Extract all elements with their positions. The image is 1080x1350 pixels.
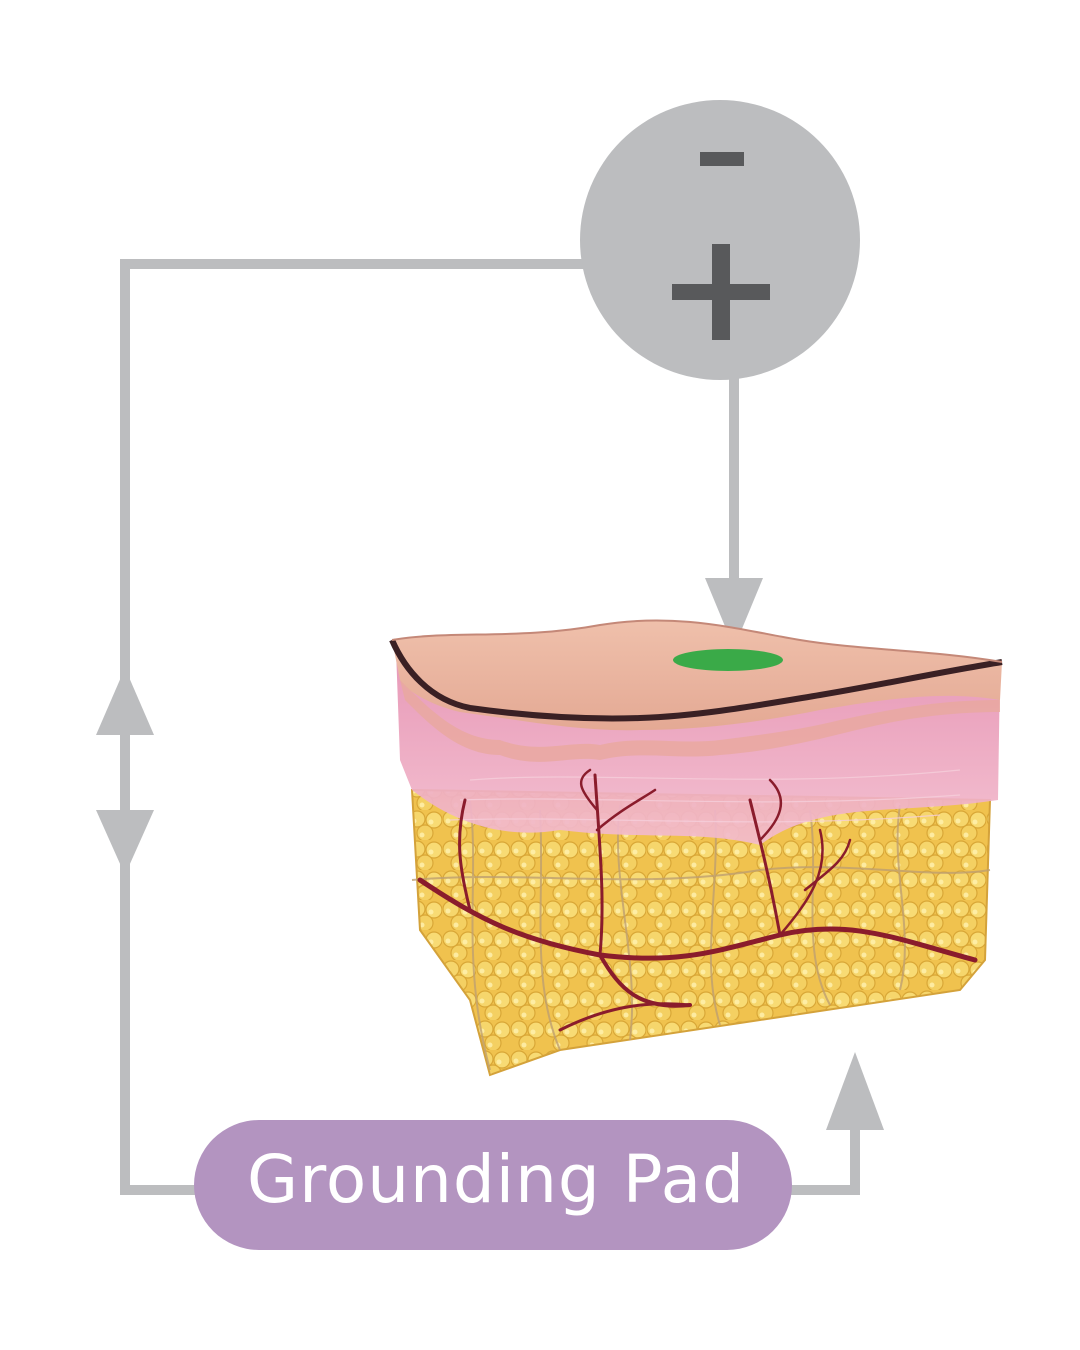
power-source: - + <box>580 100 860 380</box>
grounding-pad-shape <box>194 1120 792 1250</box>
fat-septa <box>411 799 991 1071</box>
arrow-up-left <box>96 668 154 735</box>
arrow-down-left <box>96 810 154 875</box>
grounding-pad-label: Grounding Pad <box>247 1141 745 1218</box>
arrow-up-right <box>826 1052 884 1130</box>
minus-icon <box>700 152 744 166</box>
skin-surface-outline <box>389 638 1003 722</box>
current-arrows <box>96 578 884 1130</box>
grounding-pad: Grounding Pad <box>194 1120 792 1250</box>
electrode-contact-point <box>673 649 783 671</box>
skin-surface-edge <box>391 619 1003 663</box>
epidermis-layer <box>392 620 1002 731</box>
arrow-down-active <box>705 578 763 648</box>
power-source-circle <box>580 100 860 380</box>
dermis-texture <box>449 769 961 823</box>
skin-cross-section-illustration <box>389 619 1003 1077</box>
plus-icon-vertical <box>712 244 730 340</box>
subcutaneous-fat-layer <box>410 788 992 1077</box>
blood-vessels <box>417 768 978 1032</box>
epidermis-lower-edge <box>400 680 1000 762</box>
